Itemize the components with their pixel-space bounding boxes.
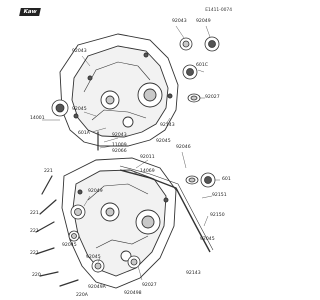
label-221-3: 221 — [30, 229, 39, 234]
seal-92049b-bottom — [127, 255, 141, 269]
label-92049a: 92049A — [88, 285, 106, 290]
bearing-601a — [51, 99, 69, 117]
bearing-601 — [200, 172, 216, 188]
label-601: 601 — [222, 177, 231, 182]
bolt-220 — [39, 271, 59, 277]
bolt-221-4 — [35, 247, 55, 255]
label-92045-left: 92045 — [62, 243, 77, 248]
seal-92046 — [185, 175, 199, 185]
label-92045-bottom: 92045 — [86, 255, 101, 260]
figure-code: E1411-0074 — [205, 8, 232, 13]
label-92043-top: 92043 — [72, 49, 87, 54]
label-14069: 14069 — [140, 169, 155, 174]
label-220: 220 — [32, 273, 41, 278]
label-92066: 92066 — [112, 149, 127, 154]
label-92049: 92049 — [196, 19, 211, 24]
seal-92049a-bottom — [91, 259, 105, 273]
label-92011: 92011 — [140, 155, 155, 160]
label-601a: 601A — [78, 131, 90, 136]
lower-crankcase-half — [61, 157, 177, 289]
label-92027-bottom: 92027 — [142, 283, 157, 288]
label-92045-right: 92045 — [156, 139, 171, 144]
kawasaki-logo: Kaw — [19, 8, 41, 16]
label-92151: 92151 — [212, 193, 227, 198]
bearing-601c — [182, 64, 198, 80]
label-11009: 11009 — [112, 143, 127, 148]
bolt-221-3 — [35, 221, 55, 233]
label-92045-far-right: 92045 — [200, 237, 215, 242]
label-221-1: 221 — [44, 169, 53, 174]
label-92143-bottom: 92143 — [186, 271, 201, 276]
crankcase-bolts — [35, 131, 99, 287]
leader-lines — [42, 25, 220, 281]
seal-92049-top — [179, 37, 193, 51]
label-221-4: 221 — [30, 251, 39, 256]
label-92143: 92143 — [160, 123, 175, 128]
label-92043-right: 92043 — [172, 19, 187, 24]
label-92046: 92046 — [176, 145, 191, 150]
label-601c: 601C — [196, 63, 208, 68]
label-220a: 220A — [76, 293, 88, 298]
upper-crankcase-half — [59, 33, 179, 147]
label-92045-upper: 92045 — [72, 107, 87, 112]
crankcase-exploded-diagram — [35, 25, 220, 289]
seal-92027 — [187, 93, 201, 103]
seal-92049-left — [70, 204, 86, 220]
oil-seals-bearings — [51, 36, 220, 273]
label-920498: 920498 — [124, 291, 142, 296]
label-92027: 92027 — [205, 95, 220, 100]
bolt-221-1 — [41, 175, 53, 195]
label-92049-left: 92049 — [88, 189, 103, 194]
shift-shaft — [119, 165, 214, 253]
label-14001: 14001 — [30, 116, 45, 121]
bearing-top-right — [204, 36, 220, 52]
label-221-2: 221 — [30, 211, 39, 216]
label-92150: 92150 — [210, 213, 225, 218]
bolt-221-2 — [39, 199, 57, 215]
label-92043-mid: 92043 — [112, 133, 127, 138]
bolt-220a — [59, 279, 79, 287]
seal-92045-left — [68, 230, 80, 242]
